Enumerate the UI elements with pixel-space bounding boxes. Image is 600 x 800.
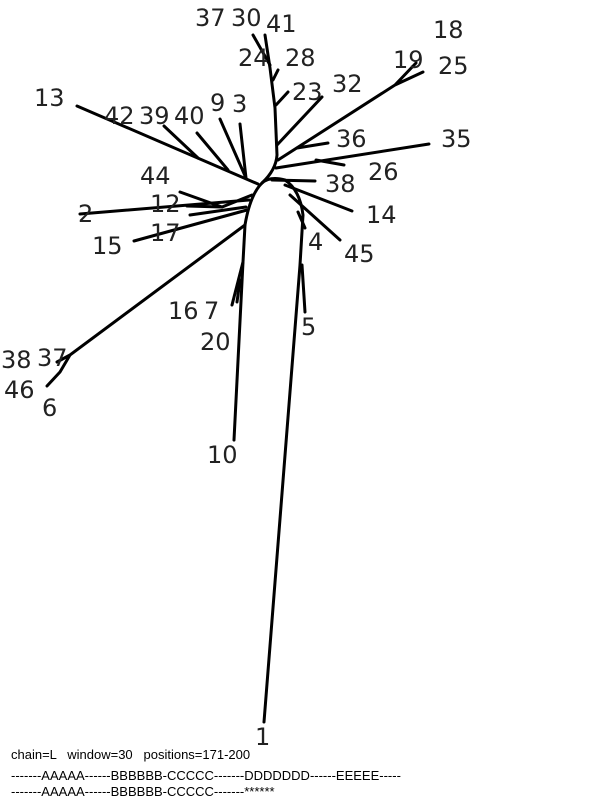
branch-24 [271, 68, 280, 82]
leaf-label: 32 [332, 70, 363, 98]
branch-left-cluster [45, 223, 247, 388]
branch-16 [230, 260, 245, 307]
leaf-label: 2 [78, 200, 93, 228]
leaf-label: 25 [438, 52, 469, 80]
branch-3 [238, 122, 248, 180]
branch-38 [270, 178, 317, 183]
branch-2 [78, 198, 251, 216]
branch-42-39 [162, 124, 200, 160]
leaf-label: 13 [34, 84, 65, 112]
parameters-line: chain=L window=30 positions=171-200 [11, 747, 251, 762]
leaf-label: 10 [207, 441, 238, 469]
branch-44-12 [178, 190, 254, 209]
branch-35 [274, 142, 431, 170]
leaf-label: 14 [366, 201, 397, 229]
leaf-label: 5 [301, 313, 316, 341]
leaf-label: 15 [92, 232, 123, 260]
branch-9 [218, 117, 248, 180]
leaf-label: 1 [255, 723, 270, 751]
branch-17 [188, 205, 248, 217]
branch-14 [283, 183, 354, 213]
branch-45 [288, 193, 342, 242]
leaf-label: 46 [4, 376, 35, 404]
leaf-label: 6 [42, 394, 57, 422]
leaf-label: 39 [139, 102, 170, 130]
leaf-label: 17 [150, 219, 181, 247]
leaf-label: 45 [344, 240, 375, 268]
leaf-label: 26 [368, 158, 399, 186]
branch-32 [275, 95, 324, 147]
branch-23 [274, 90, 290, 107]
leaf-label: 37 [195, 4, 226, 32]
branch-top [260, 33, 279, 185]
branch-26 [314, 158, 346, 167]
branch-15 [132, 208, 249, 243]
leaf-labels: 1 10 5 4 45 14 38 26 35 36 32 23 19 18 2… [1, 4, 472, 751]
leaf-label: 42 [104, 102, 135, 130]
branch-40 [195, 131, 230, 172]
branch-37 [251, 33, 272, 67]
leaf-label: 40 [174, 102, 205, 130]
tree-branches [45, 33, 431, 724]
leaf-label: 44 [140, 162, 171, 190]
branch-lower-left [232, 181, 264, 442]
leaf-label: 12 [150, 190, 181, 218]
branch-trunk [260, 177, 305, 724]
leaf-label: 19 [393, 46, 424, 74]
leaf-label: 36 [336, 125, 367, 153]
branch-20 [235, 278, 242, 304]
sequence-line-1: -------AAAAA------BBBBBB-CCCCC-------DDD… [11, 768, 401, 783]
leaf-label: 4 [308, 228, 323, 256]
leaf-label: 41 [266, 10, 297, 38]
leaf-label: 16 [168, 297, 199, 325]
branch-5 [300, 263, 307, 314]
branch-19-25 [276, 61, 425, 162]
leaf-label: 20 [200, 328, 231, 356]
leaf-label: 3 [232, 90, 247, 118]
leaf-label: 28 [285, 44, 316, 72]
leaf-label: 38 [325, 170, 356, 198]
leaf-label: 24 [238, 44, 269, 72]
leaf-label: 35 [441, 125, 472, 153]
sequence-line-2: -------AAAAA------BBBBBB-CCCCC-------***… [11, 784, 275, 799]
leaf-label: 30 [231, 4, 262, 32]
leaf-label: 23 [292, 78, 323, 106]
leaf-label: 18 [433, 16, 464, 44]
leaf-label: 9 [210, 89, 225, 117]
branch-4 [296, 210, 307, 230]
leaf-label: 37 [37, 344, 68, 372]
leaf-label: 38 [1, 346, 32, 374]
branch-36 [295, 141, 330, 150]
leaf-label: 7 [204, 297, 219, 325]
